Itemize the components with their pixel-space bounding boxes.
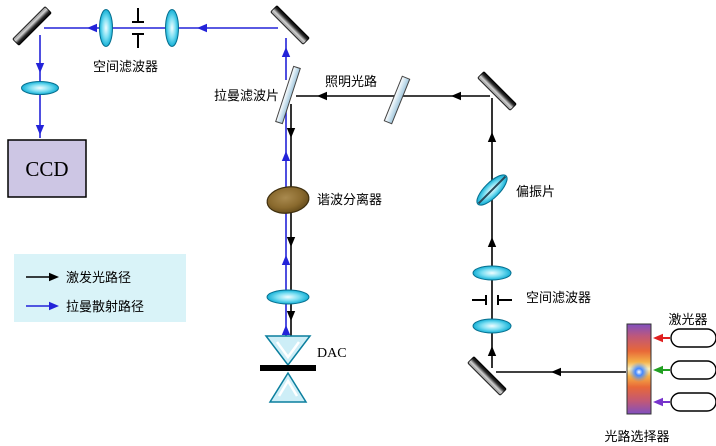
laser-unit — [670, 360, 716, 380]
mirror-bottom-right — [467, 356, 507, 396]
illumination-beamsplitter-plate — [383, 75, 411, 125]
laser-bank: 激光器 — [653, 312, 716, 412]
polarizer: 偏振片 — [476, 174, 555, 206]
dac-bottom-cone — [268, 371, 308, 403]
beam-arrowhead — [653, 365, 663, 375]
legend-box — [14, 254, 186, 322]
beam-arrowhead — [451, 91, 461, 101]
raman-filter-plate — [275, 65, 301, 125]
beam-arrowhead — [35, 125, 45, 135]
green-laser-beam — [653, 365, 670, 375]
excitation-beam-path — [286, 91, 626, 377]
illumination-path-label: 照明光路 — [325, 74, 377, 89]
beam-arrowhead — [286, 237, 296, 247]
beam-arrowhead — [487, 132, 497, 142]
beam-arrowhead — [49, 301, 59, 311]
beam-arrowhead — [286, 311, 296, 321]
spatial-filter-right: 空间滤波器 — [472, 265, 591, 334]
beam-arrowhead — [551, 367, 561, 377]
lens — [165, 9, 179, 47]
beam-arrowhead — [487, 346, 497, 356]
lens — [99, 9, 113, 47]
lens — [472, 265, 512, 281]
mirror-top-middle — [270, 5, 310, 45]
beam-arrowhead — [281, 255, 291, 265]
objective-lens — [266, 289, 310, 305]
beam-arrowhead — [87, 23, 97, 33]
beam-arrowhead — [281, 47, 291, 57]
ccd-focus-lens — [21, 81, 59, 95]
polarizer-label: 偏振片 — [516, 184, 555, 199]
violet-laser-beam — [653, 397, 670, 407]
beam-arrowhead — [49, 272, 59, 282]
raman-filter-label: 拉曼滤波片 — [214, 88, 279, 103]
dac-label: DAC — [317, 346, 347, 361]
spatial-filter-top: 空间滤波器 — [93, 8, 179, 74]
spatial-filter-right-label: 空间滤波器 — [526, 290, 591, 305]
ccd-box — [7, 139, 87, 198]
beam-arrowhead — [653, 397, 663, 407]
mirror-top-right — [477, 71, 517, 111]
pinhole-aperture — [472, 295, 512, 305]
dac-bottom-chevron — [277, 378, 299, 397]
ccd-label: CCD — [25, 157, 68, 181]
dac-top-chevron — [275, 341, 301, 360]
lens — [472, 318, 512, 334]
beam-arrowhead — [286, 128, 296, 138]
dac-sample-plate — [260, 365, 316, 371]
laser-label: 激光器 — [668, 312, 707, 327]
beam-arrowhead — [487, 237, 497, 247]
legend: 激发光路径 拉曼散射路径 — [14, 254, 186, 322]
dac-top-cone — [264, 335, 312, 367]
beam-arrowhead — [653, 333, 663, 343]
beam-arrowhead — [35, 63, 45, 73]
harmonic-separator-element — [266, 186, 310, 214]
beam-arrowhead — [197, 23, 207, 33]
beam-arrowhead — [281, 325, 291, 335]
harmonic-separator: 谐波分离器 — [266, 186, 382, 214]
legend-raman-label: 拉曼散射路径 — [66, 299, 144, 314]
laser-unit — [670, 392, 716, 412]
polarizer-axis — [477, 175, 507, 205]
dac-sample-stage: DAC — [260, 335, 347, 403]
light-path-selector-label: 光路选择器 — [604, 429, 669, 444]
harmonic-separator-label: 谐波分离器 — [317, 192, 382, 207]
mirror-top-left — [12, 6, 52, 46]
beam-arrowhead — [317, 91, 327, 101]
pinhole-aperture — [132, 8, 144, 48]
legend-excitation-label: 激发光路径 — [66, 270, 131, 285]
laser-unit — [670, 328, 716, 348]
spatial-filter-top-label: 空间滤波器 — [93, 59, 158, 74]
ccd-detector: CCD — [7, 139, 87, 198]
light-path-selector: 光路选择器 — [604, 323, 670, 444]
selector-beam-glow — [629, 362, 649, 382]
red-laser-beam — [653, 333, 670, 343]
beam-arrowhead — [281, 151, 291, 161]
